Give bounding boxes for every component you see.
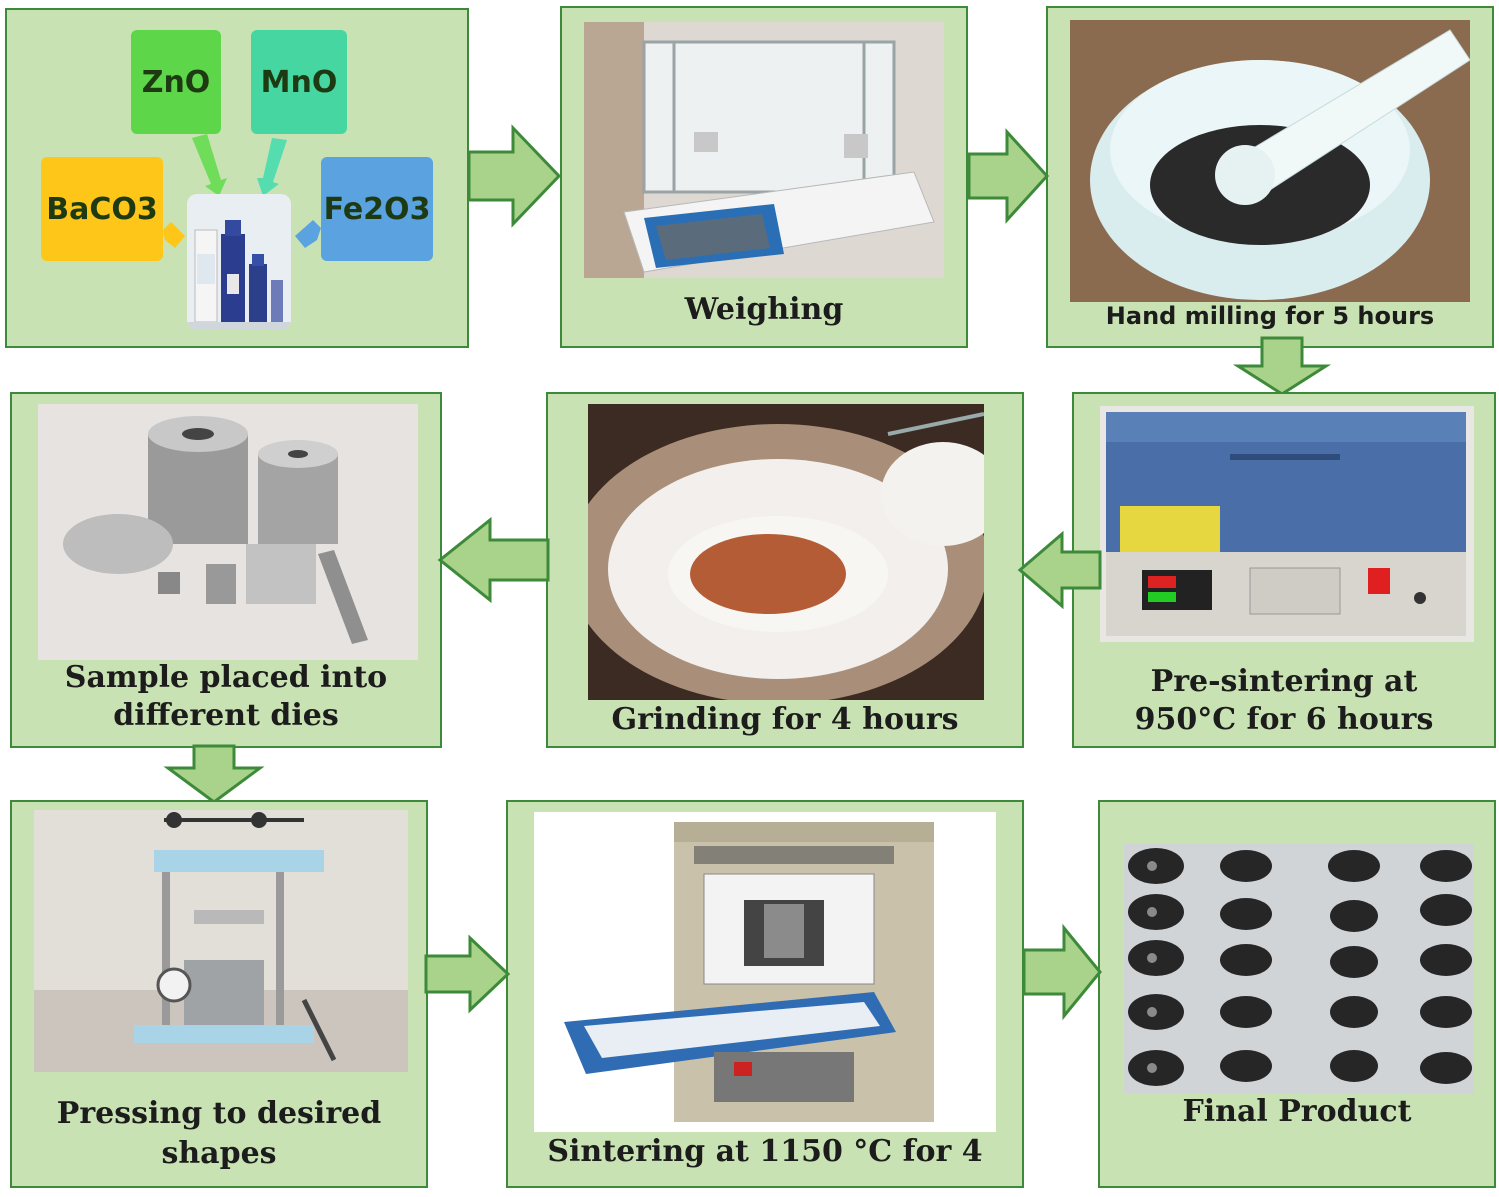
chemical-bottles-photo — [187, 194, 291, 330]
muffle-furnace-photo — [1100, 406, 1474, 642]
arrow-to-hand-milling — [967, 128, 1050, 224]
analytical-balance-photo — [584, 22, 944, 278]
grinding-box: Grinding for 4 hours — [546, 392, 1024, 748]
plate-with-powder-photo — [588, 404, 984, 700]
arrow-to-hand-milling-shape — [967, 128, 1050, 224]
mortar-pestle-photo — [1070, 20, 1470, 302]
pressing-caption-line2: shapes — [161, 1136, 277, 1171]
baco3-connector-shape — [163, 222, 185, 248]
baco3-label: BaCO3 — [41, 157, 163, 261]
sample-dies-caption-line2: different dies — [113, 698, 339, 733]
sample-dies-box: Sample placed into different dies — [10, 392, 442, 748]
hand-milling-box: Hand milling for 5 hours — [1046, 6, 1494, 348]
arrow-to-sintering — [424, 934, 511, 1014]
fe2o3-connector-shape — [295, 220, 321, 248]
pre-sintering-box: Pre-sintering at 950°C for 6 hours — [1072, 392, 1496, 748]
arrow-to-pressing-shape — [163, 744, 265, 804]
arrow-to-weighing-shape — [467, 124, 562, 228]
arrow-to-final-product — [1022, 923, 1102, 1021]
arrow-to-pressing — [163, 744, 265, 804]
grinding-caption: Grinding for 4 hours — [611, 702, 959, 737]
arrow-to-sample-dies — [437, 516, 550, 604]
mno-connector-shape — [257, 138, 287, 196]
zno-label: ZnO — [131, 30, 221, 134]
ferrite-pellets-photo — [1124, 844, 1474, 1094]
weighing-caption: Weighing — [684, 292, 844, 327]
mno-label: MnO — [251, 30, 347, 134]
sintering-box: Sintering at 1150 °C for 4 — [506, 800, 1024, 1188]
arrow-to-weighing — [467, 124, 562, 228]
pressing-caption-line1: Pressing to desired — [56, 1096, 382, 1131]
hydraulic-press-photo — [34, 810, 408, 1072]
raw-materials-box: ZnO MnO BaCO3 Fe2O3 — [5, 8, 469, 348]
pre-sintering-caption-line2: 950°C for 6 hours — [1134, 702, 1434, 737]
arrow-to-grinding-shape — [1017, 530, 1102, 610]
arrow-to-pre-sintering — [1232, 336, 1332, 396]
arrow-to-final-product-shape — [1022, 923, 1102, 1021]
zno-connector-arrow — [163, 134, 321, 248]
weighing-box: Weighing — [560, 6, 968, 348]
zno-connector-shape — [192, 134, 227, 196]
sample-dies-caption-line1: Sample placed into — [64, 660, 388, 695]
arrow-to-sintering-shape — [424, 934, 511, 1014]
box-furnace-photo — [534, 812, 996, 1132]
fe2o3-label: Fe2O3 — [321, 157, 433, 261]
arrow-to-sample-dies-shape — [437, 516, 550, 604]
pressing-box: Pressing to desired shapes — [10, 800, 428, 1188]
final-product-caption: Final Product — [1182, 1094, 1412, 1129]
hand-milling-caption: Hand milling for 5 hours — [1105, 302, 1435, 330]
sintering-caption: Sintering at 1150 °C for 4 — [547, 1134, 983, 1169]
pre-sintering-caption-line1: Pre-sintering at — [1150, 664, 1418, 699]
metal-dies-photo — [38, 404, 418, 660]
final-product-box: Final Product — [1098, 800, 1496, 1188]
arrow-to-pre-sintering-shape — [1232, 336, 1332, 396]
arrow-to-grinding — [1017, 530, 1102, 610]
